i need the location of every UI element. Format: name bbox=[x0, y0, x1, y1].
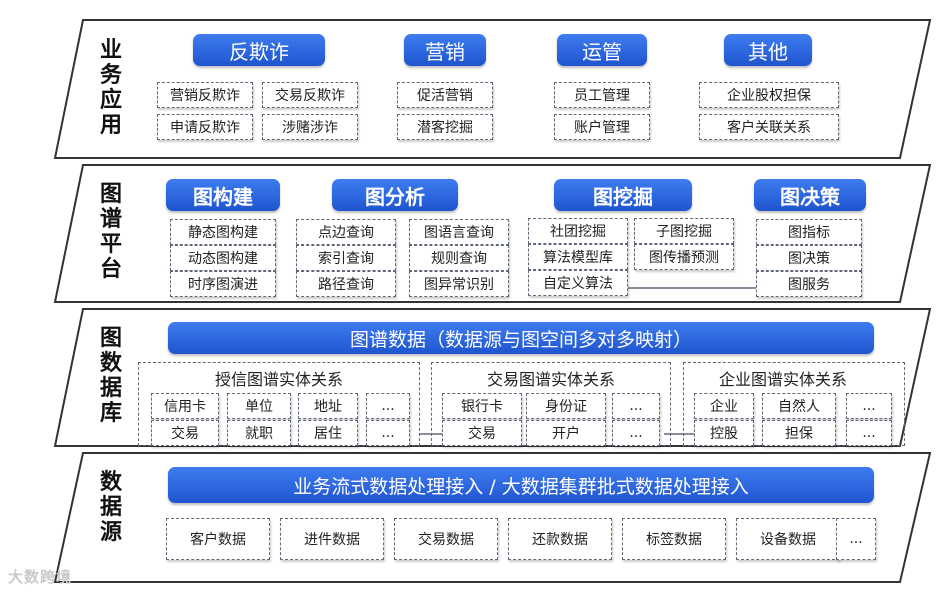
app-item: 潜客挖掘 bbox=[397, 114, 493, 140]
entity-item: 信用卡 bbox=[151, 393, 219, 419]
entity-item: 居住 bbox=[298, 420, 358, 446]
platform-layer-title: 图谱平台 bbox=[99, 182, 122, 282]
group-title: 授信图谱实体关系 bbox=[214, 370, 343, 389]
entity-item: 交易 bbox=[151, 420, 219, 446]
platform-item: 图传播预测 bbox=[634, 244, 734, 270]
entity-item: 单位 bbox=[227, 393, 291, 419]
app-item: 促活营销 bbox=[397, 82, 493, 108]
category-other: 其他 bbox=[724, 34, 812, 66]
watermark: 大数跨境 bbox=[8, 568, 73, 586]
entity-item: 开户 bbox=[526, 420, 606, 446]
category-anti-fraud: 反欺诈 bbox=[193, 34, 325, 66]
entity-item: 银行卡 bbox=[442, 393, 522, 419]
entity-item: 就职 bbox=[227, 420, 291, 446]
category-operations: 运管 bbox=[557, 34, 647, 66]
app-item: 营销反欺诈 bbox=[157, 82, 253, 108]
entity-item: 交易 bbox=[442, 420, 522, 446]
platform-item: 算法模型库 bbox=[528, 244, 628, 270]
app-item: 涉赌涉诈 bbox=[262, 114, 358, 140]
category-graph-build: 图构建 bbox=[166, 179, 280, 211]
source-item: 标签数据 bbox=[622, 518, 726, 560]
app-item: 交易反欺诈 bbox=[262, 82, 358, 108]
platform-item: 图指标 bbox=[756, 219, 862, 245]
app-item: 账户管理 bbox=[554, 114, 650, 140]
source-item: 还款数据 bbox=[508, 518, 612, 560]
entity-item: 身份证 bbox=[526, 393, 606, 419]
entity-item: ... bbox=[846, 420, 892, 446]
platform-item: 图异常识别 bbox=[409, 271, 509, 297]
source-item: 交易数据 bbox=[394, 518, 498, 560]
app-item: 员工管理 bbox=[554, 82, 650, 108]
entity-item: ... bbox=[366, 393, 410, 419]
entity-item: 企业 bbox=[694, 393, 754, 419]
category-graph-analysis: 图分析 bbox=[332, 179, 458, 211]
source-item: 设备数据 bbox=[736, 518, 840, 560]
platform-item: 子图挖掘 bbox=[634, 218, 734, 244]
entity-item: 担保 bbox=[762, 420, 836, 446]
category-graph-decision: 图决策 bbox=[754, 179, 866, 211]
entity-item: ... bbox=[846, 393, 892, 419]
group-title: 交易图谱实体关系 bbox=[486, 370, 615, 389]
platform-item: 静态图构建 bbox=[170, 219, 276, 245]
source-item: 进件数据 bbox=[280, 518, 384, 560]
platform-item: 自定义算法 bbox=[528, 270, 628, 296]
app-layer-title: 业务应用 bbox=[99, 38, 122, 138]
source-layer-title: 数据源 bbox=[99, 470, 122, 545]
platform-item: 路径查询 bbox=[296, 271, 396, 297]
source-item: ... bbox=[836, 518, 876, 560]
platform-item: 点边查询 bbox=[296, 219, 396, 245]
platform-item: 时序图演进 bbox=[170, 271, 276, 297]
data-ingest-banner: 业务流式数据处理接入 / 大数据集群批式数据处理接入 bbox=[168, 467, 874, 503]
platform-item: 图语言查询 bbox=[409, 219, 509, 245]
source-item: 客户数据 bbox=[166, 518, 270, 560]
platform-item: 社团挖掘 bbox=[528, 218, 628, 244]
database-layer-title: 图数据库 bbox=[99, 326, 122, 426]
entity-item: 控股 bbox=[694, 420, 754, 446]
entity-item: ... bbox=[612, 420, 660, 446]
platform-item: 索引查询 bbox=[296, 245, 396, 271]
app-item: 申请反欺诈 bbox=[157, 114, 253, 140]
platform-item: 图服务 bbox=[756, 271, 862, 297]
entity-item: 地址 bbox=[298, 393, 358, 419]
group-title: 企业图谱实体关系 bbox=[718, 370, 847, 389]
entity-item: 自然人 bbox=[762, 393, 836, 419]
platform-item: 图决策 bbox=[756, 245, 862, 271]
entity-item: ... bbox=[612, 393, 660, 419]
entity-item: ... bbox=[366, 420, 410, 446]
platform-item: 动态图构建 bbox=[170, 245, 276, 271]
platform-item: 规则查询 bbox=[409, 245, 509, 271]
graph-data-banner: 图谱数据（数据源与图空间多对多映射） bbox=[168, 322, 874, 354]
app-item: 客户关联关系 bbox=[699, 114, 839, 140]
app-item: 企业股权担保 bbox=[699, 82, 839, 108]
category-graph-mining: 图挖掘 bbox=[554, 179, 692, 211]
category-marketing: 营销 bbox=[404, 34, 486, 66]
